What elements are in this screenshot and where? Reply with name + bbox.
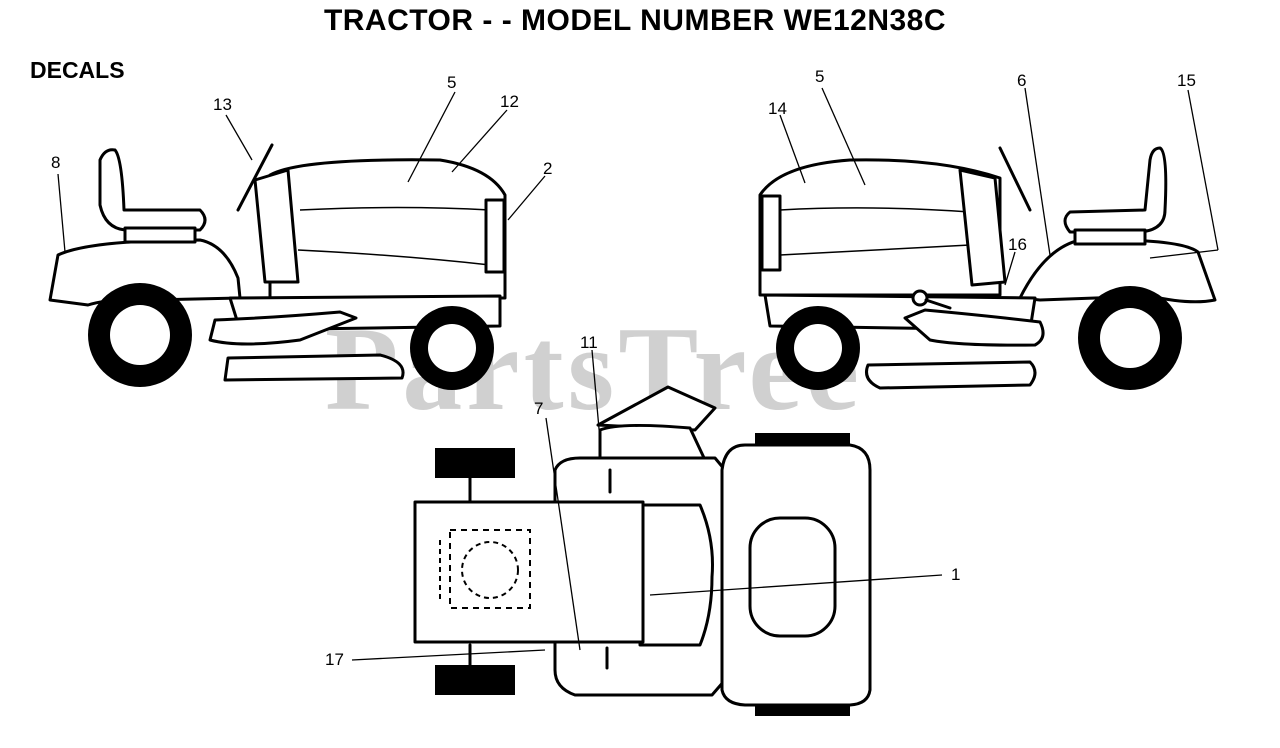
callout-5-right: 5 — [815, 67, 825, 86]
tractor-left-view — [48, 143, 507, 390]
callout-8: 8 — [51, 153, 61, 172]
steering-wheel-right — [998, 146, 1032, 212]
mower-deck — [223, 353, 405, 382]
callout-1: 1 — [951, 565, 961, 584]
callout-14: 14 — [768, 99, 787, 118]
engine-hood — [268, 158, 507, 300]
callout-12: 12 — [500, 92, 519, 111]
callout-7: 7 — [534, 399, 544, 418]
callout-6: 6 — [1017, 71, 1027, 90]
callout-15: 15 — [1177, 71, 1196, 90]
seat — [98, 148, 207, 232]
rear-tire-top-right — [435, 665, 515, 695]
rear-tire-top-left — [435, 448, 515, 478]
decal-outline-dashed — [449, 529, 531, 609]
mower-deck-right — [865, 360, 1037, 390]
callout-2: 2 — [543, 159, 553, 178]
footrest-right — [903, 308, 1045, 347]
dash-top — [748, 516, 837, 638]
rear-fender-right — [1018, 238, 1217, 304]
seat-back-top — [596, 385, 717, 432]
lift-lever-knob — [911, 289, 929, 307]
front-grille — [484, 198, 506, 274]
engine-hood-right — [758, 158, 1002, 297]
callout-17: 17 — [325, 650, 344, 669]
section-label: DECALS — [30, 57, 125, 83]
footrest — [208, 310, 358, 346]
tractor-right-view — [758, 146, 1217, 390]
dash-panel — [253, 168, 300, 284]
dash-panel-right — [958, 168, 1007, 287]
seat-right — [1063, 146, 1168, 234]
steering-wheel — [236, 143, 274, 212]
callout-5-left: 5 — [447, 73, 457, 92]
diagram-title: TRACTOR - - MODEL NUMBER WE12N38C — [323, 4, 947, 37]
tractor-top-view — [413, 385, 872, 716]
leader-lines — [57, 87, 1219, 661]
callout-13: 13 — [213, 95, 232, 114]
front-grille-right — [760, 194, 782, 272]
callout-11: 11 — [580, 333, 598, 352]
callout-16: 16 — [1008, 235, 1027, 254]
